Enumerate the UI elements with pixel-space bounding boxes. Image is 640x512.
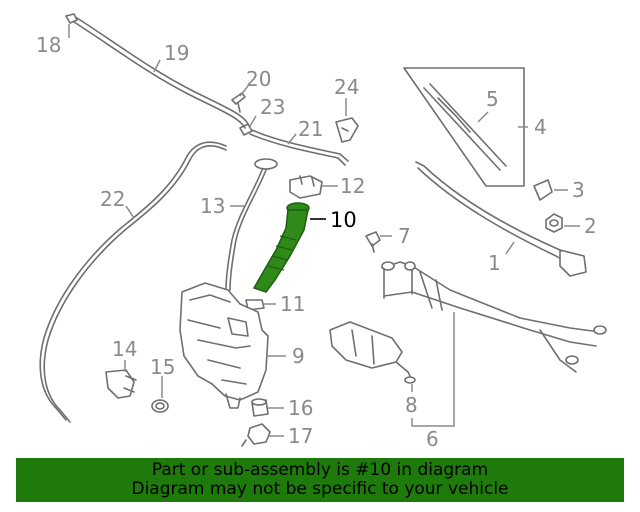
- callout-8: 8: [405, 393, 418, 417]
- part-2-nut: [545, 213, 563, 233]
- part-4-wiper-blade-box: [403, 67, 525, 187]
- callout-18: 18: [36, 33, 61, 57]
- parts-diagram: 18 19 20 23 21 24 22 13 12 10 11 9 14 15…: [36, 13, 607, 451]
- leader-1: [505, 241, 515, 255]
- info-banner: Part or sub-assembly is #10 in diagram D…: [16, 458, 624, 502]
- part-15-grommet: [151, 399, 169, 413]
- callout-23: 23: [260, 95, 285, 119]
- callout-16: 16: [288, 396, 313, 420]
- callout-11: 11: [280, 292, 305, 316]
- callout-24: 24: [334, 75, 359, 99]
- part-20-hose-joint: [231, 92, 246, 113]
- leader-lines: [68, 24, 580, 437]
- callout-2: 2: [584, 214, 597, 238]
- part-12-bracket: [289, 175, 323, 199]
- part-7-bolt: [365, 231, 381, 253]
- part-19-washer-hose: [73, 17, 249, 129]
- callout-5: 5: [486, 87, 499, 111]
- callout-22: 22: [100, 187, 125, 211]
- part-13-hose: [225, 158, 278, 291]
- part-1-wiper-arm: [415, 161, 587, 277]
- callout-13: 13: [200, 194, 225, 218]
- callout-19: 19: [164, 41, 189, 65]
- callout-15: 15: [150, 355, 175, 379]
- leader-5: [477, 111, 489, 123]
- part-22-washer-tube: [39, 141, 227, 423]
- callout-7: 7: [398, 224, 411, 248]
- part-10-filler-neck: [252, 202, 310, 293]
- part-18-nozzle-joint: [65, 13, 78, 24]
- leader-23: [249, 115, 257, 127]
- part-24-washer-nozzle: [335, 117, 359, 143]
- part-3-cap: [533, 179, 553, 201]
- leader-20: [239, 85, 249, 97]
- callout-9: 9: [292, 344, 305, 368]
- banner-line-disclaimer: Diagram may not be specific to your vehi…: [131, 479, 509, 499]
- callout-12: 12: [340, 174, 365, 198]
- callout-10: 10: [330, 208, 357, 232]
- part-5-wiper-blade: [423, 83, 507, 171]
- leader-22: [125, 205, 135, 219]
- part-23-clip: [239, 123, 253, 136]
- callout-21: 21: [298, 117, 323, 141]
- part-9-washer-reservoir: [179, 282, 269, 409]
- leader-21: [287, 133, 297, 145]
- callout-4: 4: [534, 115, 547, 139]
- part-16-cap: [251, 398, 269, 417]
- part-6-wiper-linkage: [381, 261, 607, 373]
- callout-numbers: 18 19 20 23 21 24 22 13 12 10 11 9 14 15…: [36, 33, 597, 451]
- callout-17: 17: [288, 424, 313, 448]
- part-21-hose: [249, 129, 349, 166]
- callout-14: 14: [112, 337, 137, 361]
- leader-6: [411, 312, 455, 427]
- callout-3: 3: [572, 178, 585, 202]
- callout-6: 6: [426, 427, 439, 451]
- part-17-level-sensor: [241, 423, 271, 447]
- callout-1: 1: [488, 251, 501, 275]
- leader-19: [153, 59, 161, 73]
- callout-20: 20: [246, 67, 271, 91]
- banner-line-part: Part or sub-assembly is #10 in diagram: [151, 460, 489, 480]
- part-14-washer-pump: [105, 369, 137, 399]
- part-8-wiper-motor: [329, 321, 416, 384]
